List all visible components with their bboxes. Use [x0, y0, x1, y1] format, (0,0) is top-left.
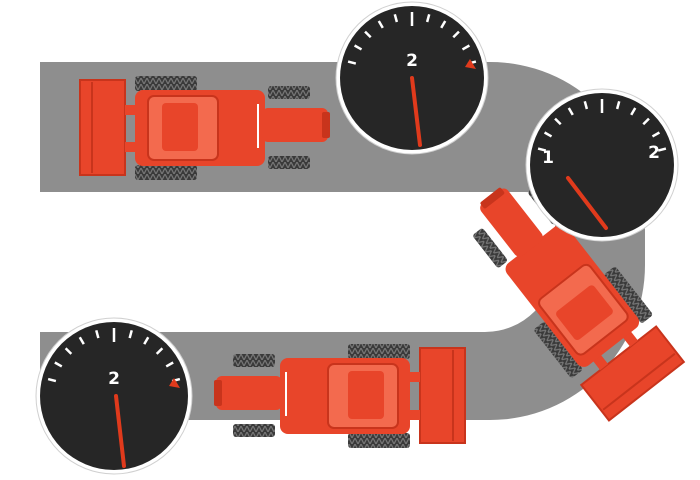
- loader-bucket-bottom: [419, 347, 466, 444]
- gauge-needle: [566, 176, 608, 230]
- gauge-label: 2: [108, 369, 120, 389]
- redline-marker-icon: [169, 378, 180, 388]
- tachometer-bottom: 2: [35, 317, 193, 475]
- gauge-needle: [410, 76, 422, 147]
- tachometer-top: 2: [335, 1, 489, 155]
- gauge-label: 2: [406, 51, 418, 71]
- gauge-label: 1: [542, 148, 554, 168]
- loader-bucket-turn: [579, 325, 686, 422]
- redline-marker-icon: [465, 59, 476, 69]
- gauge-needle: [114, 394, 126, 468]
- gauge-face: [530, 93, 674, 237]
- tractor-bottom: [214, 344, 466, 448]
- loader-bucket-top: [79, 79, 126, 176]
- tractor-turn: [473, 185, 686, 422]
- tractor-top: [79, 76, 330, 180]
- gauge-label: 2: [648, 143, 660, 163]
